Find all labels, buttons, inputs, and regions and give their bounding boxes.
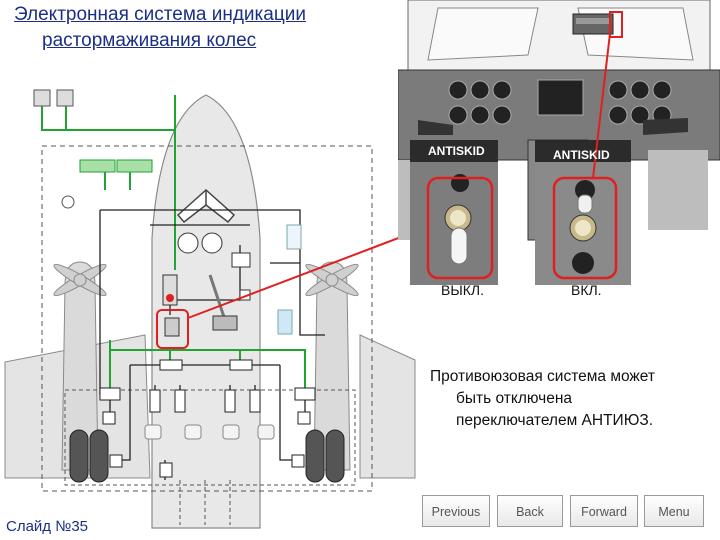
title-line-1: Электронная система индикации (14, 4, 306, 25)
nose-wheel-brakes (144, 424, 275, 440)
menu-button[interactable]: Menu (644, 495, 704, 527)
valve-block (224, 389, 236, 413)
green-relay-box (116, 159, 153, 173)
valve-block (99, 387, 121, 401)
sensor-box (297, 411, 311, 425)
title-line-2: растормаживания колес (42, 30, 257, 51)
aircraft-wings (359, 334, 416, 479)
left-propeller (53, 263, 107, 297)
system-boundary (41, 145, 373, 492)
right-propeller (305, 263, 359, 297)
pressure-gauge (201, 232, 223, 254)
indicator-light (33, 89, 51, 107)
control-unit (159, 359, 183, 371)
antiskid-switch-on (569, 180, 597, 274)
antiskid-label-on: ANTISKID (553, 148, 610, 162)
valve-block (174, 389, 186, 413)
instrument-gauges (448, 79, 672, 125)
forward-button[interactable]: Forward (570, 495, 638, 527)
note-line-3: переключателем АНТИЮЗ. (456, 412, 654, 429)
antiskid-switch-symbol (164, 317, 180, 337)
switch-off-highlight (426, 176, 494, 280)
warning-lamp (166, 294, 174, 302)
switch-on-highlight (552, 176, 618, 280)
left-control-yoke (418, 120, 453, 135)
antiskid-note: Противоюзовая система может быть отключе… (430, 366, 710, 432)
switch-on-label: ВКЛ. (571, 282, 602, 298)
crew-seat (648, 150, 708, 230)
fluid-tank (277, 309, 293, 335)
reservoir (286, 224, 302, 250)
back-button[interactable]: Back (497, 495, 563, 527)
callout-line (187, 225, 431, 319)
wheel-assembly (69, 429, 345, 483)
previous-button[interactable]: Previous (422, 495, 490, 527)
pressure-gauge (177, 232, 199, 254)
switch-off-label: ВЫКЛ. (441, 282, 484, 298)
brake-lever (208, 274, 227, 321)
indicator-light (56, 89, 74, 107)
callout-line (592, 24, 612, 179)
sensor-box (109, 454, 123, 468)
antiskid-switch-highlight (156, 309, 189, 349)
sensor-box (291, 454, 305, 468)
sensor-box (102, 411, 116, 425)
sensor-box (159, 462, 173, 478)
green-relay-box (79, 159, 116, 173)
note-line-1: Противоюзовая система может (430, 368, 655, 385)
wheel-area-boundary (64, 389, 356, 486)
note-line-2: быть отключена (456, 390, 573, 407)
valve-block (294, 387, 316, 401)
right-control-yoke (643, 118, 688, 135)
slide-title: Электронная система индикации растормажи… (14, 2, 306, 54)
antiskid-label-off: ANTISKID (428, 144, 485, 158)
hydraulic-unit (231, 252, 251, 268)
control-unit (229, 359, 253, 371)
valve-block (249, 389, 261, 413)
slide-number: Слайд №35 (6, 518, 89, 535)
brake-valve (212, 315, 238, 331)
gear-icon (61, 195, 75, 209)
valve-block (149, 389, 161, 413)
cockpit-photo: ANTISKID ANTISKID (398, 0, 720, 290)
